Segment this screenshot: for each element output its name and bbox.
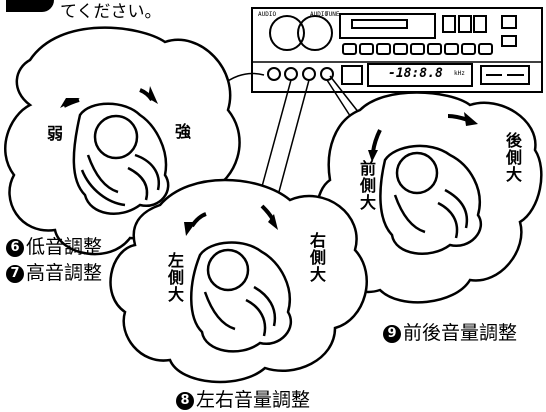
weak-label: 弱 xyxy=(47,124,64,143)
rear-label: 後側大 xyxy=(503,132,522,183)
device-label-tune: TUNE xyxy=(325,11,340,18)
arrow-strong xyxy=(139,86,158,104)
header-fragment: てください。 xyxy=(60,2,162,22)
caption-fader-text: 前後音量調整 xyxy=(403,322,518,344)
arrow-rear xyxy=(447,112,478,126)
device-label-audio-left: AUDIO xyxy=(258,11,277,18)
caption-bass-text: 低音調整 xyxy=(26,236,103,258)
right-side-label: 右側大 xyxy=(307,232,326,283)
arrow-right xyxy=(260,204,278,230)
strong-label: 強 xyxy=(175,122,192,141)
caption-number-7: 7 xyxy=(6,265,24,283)
hand-bass-treble xyxy=(72,102,170,215)
caption-number-9: 9 xyxy=(383,325,401,343)
left-side-label: 左側大 xyxy=(165,252,184,303)
car-stereo-unit xyxy=(251,7,543,93)
device-label-audio-mid: AUDIO xyxy=(310,11,329,18)
arrow-left xyxy=(184,212,207,236)
front-label: 前側大 xyxy=(357,160,376,211)
device-display-readout: -18:8.8 xyxy=(388,66,443,81)
hand-balance xyxy=(190,241,293,353)
device-display-suffix: kHz xyxy=(454,70,465,77)
arrow-front xyxy=(368,129,382,162)
arrow-weak xyxy=(60,98,80,108)
caption-number-6: 6 xyxy=(6,239,24,257)
header-marker-icon xyxy=(6,0,54,12)
caption-balance-text: 左右音量調整 xyxy=(196,389,311,411)
caption-treble-text: 高音調整 xyxy=(26,262,103,284)
caption-number-8: 8 xyxy=(176,392,194,410)
hand-fader xyxy=(379,144,483,255)
